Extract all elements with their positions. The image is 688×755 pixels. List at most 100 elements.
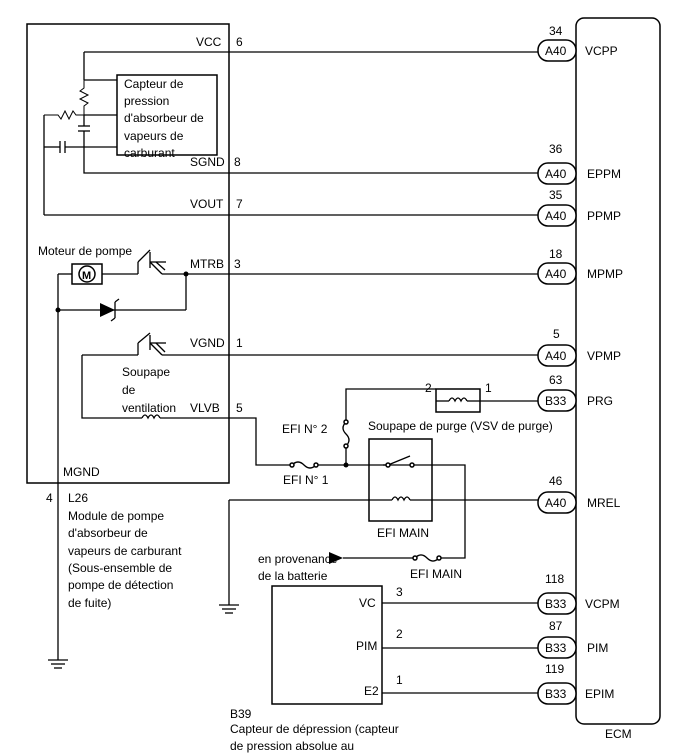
svg-text:d'absorbeur de: d'absorbeur de bbox=[68, 526, 148, 540]
battery-arrow-icon bbox=[329, 552, 343, 564]
svg-text:A40: A40 bbox=[545, 209, 567, 223]
svg-text:MREL: MREL bbox=[587, 496, 621, 510]
svg-text:Soupape: Soupape bbox=[122, 365, 170, 379]
svg-text:B33: B33 bbox=[545, 597, 567, 611]
pump-motor-icon: M bbox=[71, 263, 103, 285]
svg-text:34: 34 bbox=[549, 24, 563, 38]
svg-text:MPMP: MPMP bbox=[587, 267, 623, 281]
svg-text:vapeurs de: vapeurs de bbox=[124, 129, 184, 143]
svg-text:VC: VC bbox=[359, 596, 376, 610]
svg-text:VPMP: VPMP bbox=[587, 349, 621, 363]
svg-text:carburant: carburant bbox=[124, 146, 175, 160]
vacuum-sensor-box bbox=[271, 585, 383, 705]
vacuum-sensor-wiring bbox=[382, 602, 538, 694]
svg-text:EFI MAIN: EFI MAIN bbox=[377, 526, 429, 540]
svg-text:1: 1 bbox=[485, 381, 492, 395]
svg-text:119: 119 bbox=[545, 662, 564, 676]
svg-text:6: 6 bbox=[236, 35, 243, 49]
svg-text:2: 2 bbox=[396, 627, 403, 641]
svg-text:EPIM: EPIM bbox=[585, 687, 614, 701]
ground-icon bbox=[48, 659, 68, 669]
ecm-pin-mrel: A40 46 MREL bbox=[537, 474, 621, 514]
svg-text:A40: A40 bbox=[545, 496, 567, 510]
svg-text:Soupape de purge (VSV de purge: Soupape de purge (VSV de purge) bbox=[368, 419, 553, 433]
svg-text:A40: A40 bbox=[545, 44, 567, 58]
svg-text:de fuite): de fuite) bbox=[68, 596, 111, 610]
svg-text:87: 87 bbox=[549, 619, 563, 633]
vacuum-sensor-description: B39 Capteur de dépression (capteur de pr… bbox=[230, 707, 399, 753]
svg-text:VCPM: VCPM bbox=[585, 597, 620, 611]
ecm-pin-ppmp: A40 35 PPMP bbox=[537, 188, 621, 227]
ecm-connector-pins: A40 34 VCPP A40 36 EPPM A40 35 PPMP A40 … bbox=[537, 24, 623, 705]
ecm-pin-epim: B33 119 EPIM bbox=[537, 662, 614, 705]
svg-text:2: 2 bbox=[425, 381, 432, 395]
svg-text:pompe de détection: pompe de détection bbox=[68, 578, 173, 592]
svg-text:A40: A40 bbox=[545, 349, 567, 363]
pressure-sensor-label: Capteur de pression d'absorbeur de vapeu… bbox=[124, 77, 204, 160]
ecm-block bbox=[575, 17, 661, 725]
module-pin-labels: VCC 6 SGND 8 VOUT 7 MTRB 3 VGND 1 VLVB 5… bbox=[46, 35, 243, 505]
svg-text:EFI N° 2: EFI N° 2 bbox=[282, 422, 328, 436]
svg-text:PIM: PIM bbox=[587, 641, 608, 655]
svg-text:EFI N° 1: EFI N° 1 bbox=[283, 473, 329, 487]
svg-text:5: 5 bbox=[553, 327, 560, 341]
pin-vgnd: VGND bbox=[190, 336, 225, 350]
svg-text:118: 118 bbox=[545, 572, 564, 586]
svg-text:B33: B33 bbox=[545, 394, 567, 408]
svg-text:de: de bbox=[122, 383, 136, 397]
module-description: L26 Module de pompe d'absorbeur de vapeu… bbox=[68, 491, 182, 610]
svg-text:pression: pression bbox=[124, 94, 169, 108]
svg-text:d'absorbeur de: d'absorbeur de bbox=[124, 111, 204, 125]
ground-icon bbox=[219, 604, 239, 614]
svg-text:Module de pompe: Module de pompe bbox=[68, 509, 164, 523]
svg-text:Capteur de: Capteur de bbox=[124, 77, 184, 91]
pin-mgnd: MGND bbox=[63, 465, 100, 479]
svg-text:8: 8 bbox=[234, 155, 241, 169]
ecm-pin-vpmp: A40 5 VPMP bbox=[537, 327, 621, 367]
svg-text:L26: L26 bbox=[68, 491, 88, 505]
vacuum-sensor-pins: VC 3 PIM 2 E2 1 bbox=[356, 585, 403, 698]
diode-icon bbox=[100, 303, 115, 317]
svg-text:46: 46 bbox=[549, 474, 563, 488]
svg-text:M: M bbox=[82, 270, 91, 282]
svg-text:E2: E2 bbox=[364, 684, 379, 698]
svg-text:de pression absolue au: de pression absolue au bbox=[230, 739, 354, 753]
fuse-relay-wiring bbox=[228, 388, 538, 605]
svg-text:B33: B33 bbox=[545, 687, 567, 701]
vent-valve-label: Soupape de ventilation bbox=[122, 365, 176, 415]
svg-text:63: 63 bbox=[549, 373, 563, 387]
pressure-sensor-box bbox=[116, 74, 218, 156]
svg-text:18: 18 bbox=[549, 247, 563, 261]
pin-vout: VOUT bbox=[190, 197, 224, 211]
svg-text:VCPP: VCPP bbox=[585, 44, 618, 58]
svg-text:35: 35 bbox=[549, 188, 563, 202]
svg-text:PIM: PIM bbox=[356, 639, 377, 653]
svg-text:36: 36 bbox=[549, 142, 563, 156]
svg-text:3: 3 bbox=[234, 257, 241, 271]
pin-vlvb: VLVB bbox=[190, 401, 220, 415]
pin-vcc: VCC bbox=[196, 35, 222, 49]
fuse-relay-labels: Soupape de purge (VSV de purge) 2 1 EFI … bbox=[258, 381, 553, 583]
svg-text:A40: A40 bbox=[545, 167, 567, 181]
svg-text:A40: A40 bbox=[545, 267, 567, 281]
pin-ground-4: 4 bbox=[46, 491, 53, 505]
leak-detection-module-box bbox=[26, 23, 230, 484]
ecm-pin-mpmp: A40 18 MPMP bbox=[537, 247, 623, 285]
ecm-label: ECM bbox=[605, 727, 632, 741]
pin-mtrb: MTRB bbox=[190, 257, 224, 271]
svg-text:5: 5 bbox=[236, 401, 243, 415]
svg-text:B33: B33 bbox=[545, 641, 567, 655]
ecm-pin-vcpm: B33 118 VCPM bbox=[537, 572, 620, 615]
svg-text:1: 1 bbox=[236, 336, 243, 350]
svg-text:EFI MAIN: EFI MAIN bbox=[410, 567, 462, 581]
svg-text:ventilation: ventilation bbox=[122, 401, 176, 415]
svg-text:en provenance: en provenance bbox=[258, 552, 338, 566]
ecm-pin-pim: B33 87 PIM bbox=[537, 619, 608, 659]
svg-text:(Sous-ensemble de: (Sous-ensemble de bbox=[68, 561, 172, 575]
pin-sgnd: SGND bbox=[190, 155, 225, 169]
svg-text:1: 1 bbox=[396, 673, 403, 687]
svg-text:PPMP: PPMP bbox=[587, 209, 621, 223]
ecm-pin-vcpp: A40 34 VCPP bbox=[537, 24, 618, 62]
ecm-pin-prg: B33 63 PRG bbox=[537, 373, 613, 412]
